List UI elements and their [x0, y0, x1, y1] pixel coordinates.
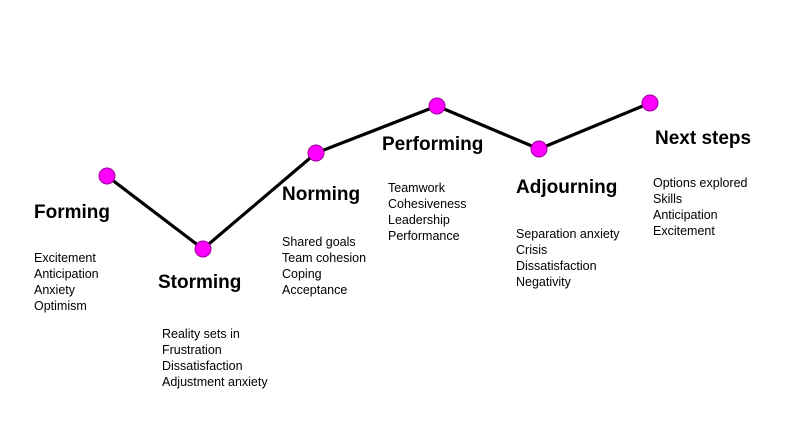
stage-marker-performing	[428, 97, 446, 115]
stage-title-storming: Storming	[158, 272, 242, 293]
stage-list-performing: Teamwork Cohesiveness Leadership Perform…	[388, 180, 467, 244]
stage-item: Excitement	[653, 224, 715, 238]
stage-curve-line	[106, 101, 651, 252]
stage-title-forming: Forming	[34, 202, 110, 223]
stage-title-adjourning: Adjourning	[516, 177, 618, 198]
stage-item: Skills	[653, 192, 683, 206]
stage-item: Leadership	[388, 213, 450, 227]
stage-item: Dissatisfaction	[162, 359, 243, 373]
stage-item: Options explored	[653, 176, 748, 190]
stage-marker-norming	[307, 144, 325, 162]
stage-item: Reality sets in	[162, 327, 240, 341]
stage-item: Anticipation	[653, 208, 718, 222]
stage-item: Excitement	[34, 251, 96, 265]
stage-title-performing: Performing	[382, 134, 484, 155]
stage-item: Dissatisfaction	[516, 259, 597, 273]
stage-list-storming: Reality sets in Frustration Dissatisfact…	[162, 326, 268, 390]
stage-item: Performance	[388, 229, 460, 243]
stage-item: Adjustment anxiety	[162, 375, 268, 389]
stage-item: Crisis	[516, 243, 548, 257]
stage-marker-storming	[194, 240, 212, 258]
stage-item: Acceptance	[282, 283, 348, 297]
stage-item: Optimism	[34, 299, 87, 313]
stage-item: Shared goals	[282, 235, 356, 249]
stage-item: Negativity	[516, 275, 571, 289]
stage-item: Separation anxiety	[516, 227, 620, 241]
stage-marker-forming	[98, 167, 116, 185]
stage-item: Coping	[282, 267, 322, 281]
stage-list-adjourning: Separation anxiety Crisis Dissatisfactio…	[516, 226, 620, 290]
stage-title-next-steps: Next steps	[655, 128, 752, 149]
stage-marker-adjourning	[530, 140, 548, 158]
stage-item: Anxiety	[34, 283, 75, 297]
stage-item: Team cohesion	[282, 251, 367, 265]
stage-item: Cohesiveness	[388, 197, 467, 211]
stage-list-norming: Shared goals Team cohesion Coping Accept…	[282, 234, 366, 298]
stage-marker-next-steps	[641, 94, 659, 112]
stage-item: Anticipation	[34, 267, 99, 281]
stage-list-forming: Excitement Anticipation Anxiety Optimism	[34, 250, 99, 314]
stage-item: Frustration	[162, 343, 222, 357]
stage-title-norming: Norming	[282, 184, 361, 205]
stage-item: Teamwork	[388, 181, 445, 195]
stage-list-next-steps: Options explored Skills Anticipation Exc…	[653, 175, 748, 239]
